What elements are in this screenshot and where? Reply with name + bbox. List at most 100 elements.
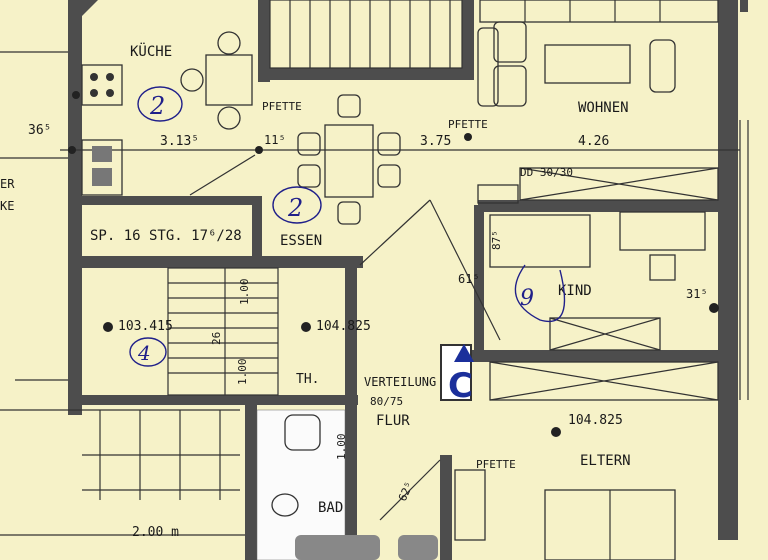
room-label-wohnen: WOHNEN bbox=[578, 100, 629, 116]
label-stair-width: 1.00 bbox=[236, 359, 249, 386]
nightstand bbox=[454, 469, 486, 541]
kind-furniture bbox=[489, 211, 706, 351]
level-value: 103.415 bbox=[118, 319, 173, 334]
room-label-bad: BAD bbox=[318, 500, 343, 516]
chair bbox=[297, 132, 321, 156]
wall-sp-bottom bbox=[68, 256, 363, 268]
dimension: 87⁵ bbox=[490, 230, 503, 250]
wardrobe bbox=[489, 361, 719, 401]
shower bbox=[398, 535, 438, 560]
handwritten-number: 4 bbox=[137, 341, 151, 365]
room-label-essen: ESSEN bbox=[280, 233, 322, 249]
sofa bbox=[493, 21, 527, 63]
outer-wall-cap bbox=[740, 0, 748, 12]
radiator bbox=[477, 184, 519, 204]
dimension-marker bbox=[255, 146, 263, 154]
level-value: 104.825 bbox=[316, 319, 371, 334]
chair bbox=[180, 68, 204, 92]
dimension-marker bbox=[464, 133, 472, 141]
handwritten-letter: C bbox=[448, 366, 473, 406]
room-label-flur: FLUR bbox=[376, 413, 410, 429]
walls bbox=[68, 0, 748, 560]
shelf bbox=[479, 0, 719, 23]
dimension: 11⁵ bbox=[264, 133, 286, 147]
dimension: 31⁵ bbox=[686, 287, 708, 301]
sideboard bbox=[519, 167, 719, 201]
level-marker bbox=[103, 322, 113, 332]
dining-table bbox=[324, 124, 374, 198]
door-swing bbox=[429, 199, 501, 341]
label-staircase: SP. 16 STG. 17⁶/28 bbox=[90, 228, 242, 244]
verteilung-size: 80/75 bbox=[370, 395, 403, 408]
label-stair-depth: 26 bbox=[210, 332, 223, 345]
wall-bath-left bbox=[245, 405, 257, 560]
wall-eltern-left bbox=[440, 455, 452, 560]
dimension-marker bbox=[68, 146, 76, 154]
room-label-kind: KIND bbox=[558, 283, 592, 299]
wall-th-right bbox=[345, 256, 357, 376]
label-pfette: PFETTE bbox=[448, 118, 488, 131]
sofa bbox=[477, 27, 499, 107]
level-marker bbox=[301, 322, 311, 332]
kitchen-counter bbox=[81, 139, 123, 196]
level-markers bbox=[68, 91, 719, 437]
handwritten-marks: 2 2 9 4 C bbox=[129, 86, 566, 406]
label-wc-width: 1.00 bbox=[335, 434, 348, 461]
desk bbox=[619, 211, 706, 251]
wall-stair-bottom bbox=[68, 395, 358, 405]
coffee-table bbox=[544, 44, 631, 84]
dimension-marker bbox=[709, 303, 719, 313]
bathtub bbox=[295, 535, 380, 560]
dimension: 4.26 bbox=[578, 134, 609, 149]
wall-sp-top bbox=[68, 196, 258, 205]
eltern-furniture bbox=[454, 361, 719, 560]
wall-essen-left bbox=[252, 196, 262, 266]
wall-corner bbox=[82, 0, 98, 16]
dimension: 61⁵ bbox=[458, 272, 480, 286]
chair bbox=[337, 94, 361, 118]
outer-wall-left-lower bbox=[68, 265, 82, 415]
wall-stair-right bbox=[462, 0, 474, 80]
room-label-th: TH. bbox=[296, 372, 319, 387]
level-marker bbox=[551, 427, 561, 437]
wall-kitchen-right bbox=[258, 0, 270, 82]
toilet bbox=[271, 493, 299, 517]
chair bbox=[217, 31, 241, 55]
handwritten-number: 9 bbox=[520, 286, 534, 311]
label-scale: 2.00 m bbox=[132, 525, 179, 540]
door-swing bbox=[189, 154, 256, 196]
living-furniture bbox=[477, 0, 719, 204]
marker-triangle bbox=[454, 344, 474, 362]
staircase-top bbox=[269, 0, 463, 69]
room-label-verteilung: VERTEILUNG bbox=[364, 375, 436, 389]
handwritten-number: 2 bbox=[149, 92, 165, 120]
chair bbox=[337, 201, 361, 225]
dimension-marker bbox=[72, 91, 80, 99]
label-dd: DD 30/30 bbox=[520, 166, 573, 179]
kitchen-table bbox=[205, 54, 253, 106]
chair bbox=[297, 164, 321, 188]
kitchen-furniture bbox=[81, 31, 253, 196]
staircase-main bbox=[167, 267, 279, 396]
sofa bbox=[493, 65, 527, 107]
outer-wall-right bbox=[718, 0, 738, 540]
room-label-kueche: KÜCHE bbox=[130, 42, 172, 60]
stove bbox=[81, 64, 123, 106]
dimension: 3.13⁵ bbox=[160, 134, 199, 149]
wall-wohnen-kind bbox=[478, 200, 736, 212]
wall-kind-left bbox=[474, 205, 484, 360]
label-fragment: KE bbox=[0, 199, 14, 213]
dimension: 3.75 bbox=[420, 134, 451, 149]
chair bbox=[649, 254, 676, 281]
wall-flur-right bbox=[345, 365, 357, 560]
label-pfette: PFETTE bbox=[262, 100, 302, 113]
handwritten-number: 2 bbox=[287, 194, 303, 222]
sink bbox=[92, 168, 112, 186]
label-pfette: PFETTE bbox=[476, 458, 516, 471]
bed bbox=[489, 214, 591, 268]
level-value: 104.825 bbox=[568, 413, 623, 428]
door-swing bbox=[379, 459, 441, 521]
label-stair-width: 1.00 bbox=[238, 279, 251, 306]
armchair bbox=[649, 39, 676, 93]
